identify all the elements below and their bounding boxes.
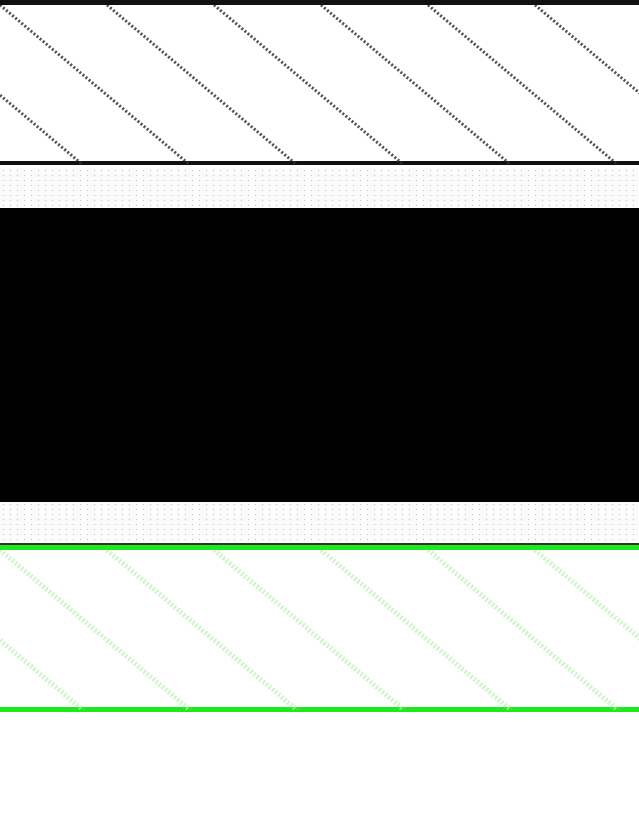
striped-band-green [0,545,639,712]
diagonal-stripe [105,550,299,710]
diagonal-stripe [426,550,620,710]
diagonal-stripe [0,550,192,710]
diagonal-stripe [212,550,406,710]
diagonal-stripe [0,5,191,165]
speckled-strip-upper [0,168,639,208]
diagonal-stripe [533,550,639,641]
diagonal-stripe [0,93,84,165]
diagonal-stripe [319,550,513,710]
diagonal-stripes-green [0,550,639,710]
diagonal-stripe [0,636,85,710]
diagonal-stripe [427,5,619,165]
black-panel [0,208,639,502]
diagonal-stripe [213,5,405,165]
diagonal-stripe [320,5,512,165]
speckled-strip-lower [0,502,639,545]
diagonal-stripe [106,5,298,165]
diagonal-stripes-dark [0,5,639,165]
striped-band-top [0,0,639,165]
diagonal-stripe [534,5,639,95]
